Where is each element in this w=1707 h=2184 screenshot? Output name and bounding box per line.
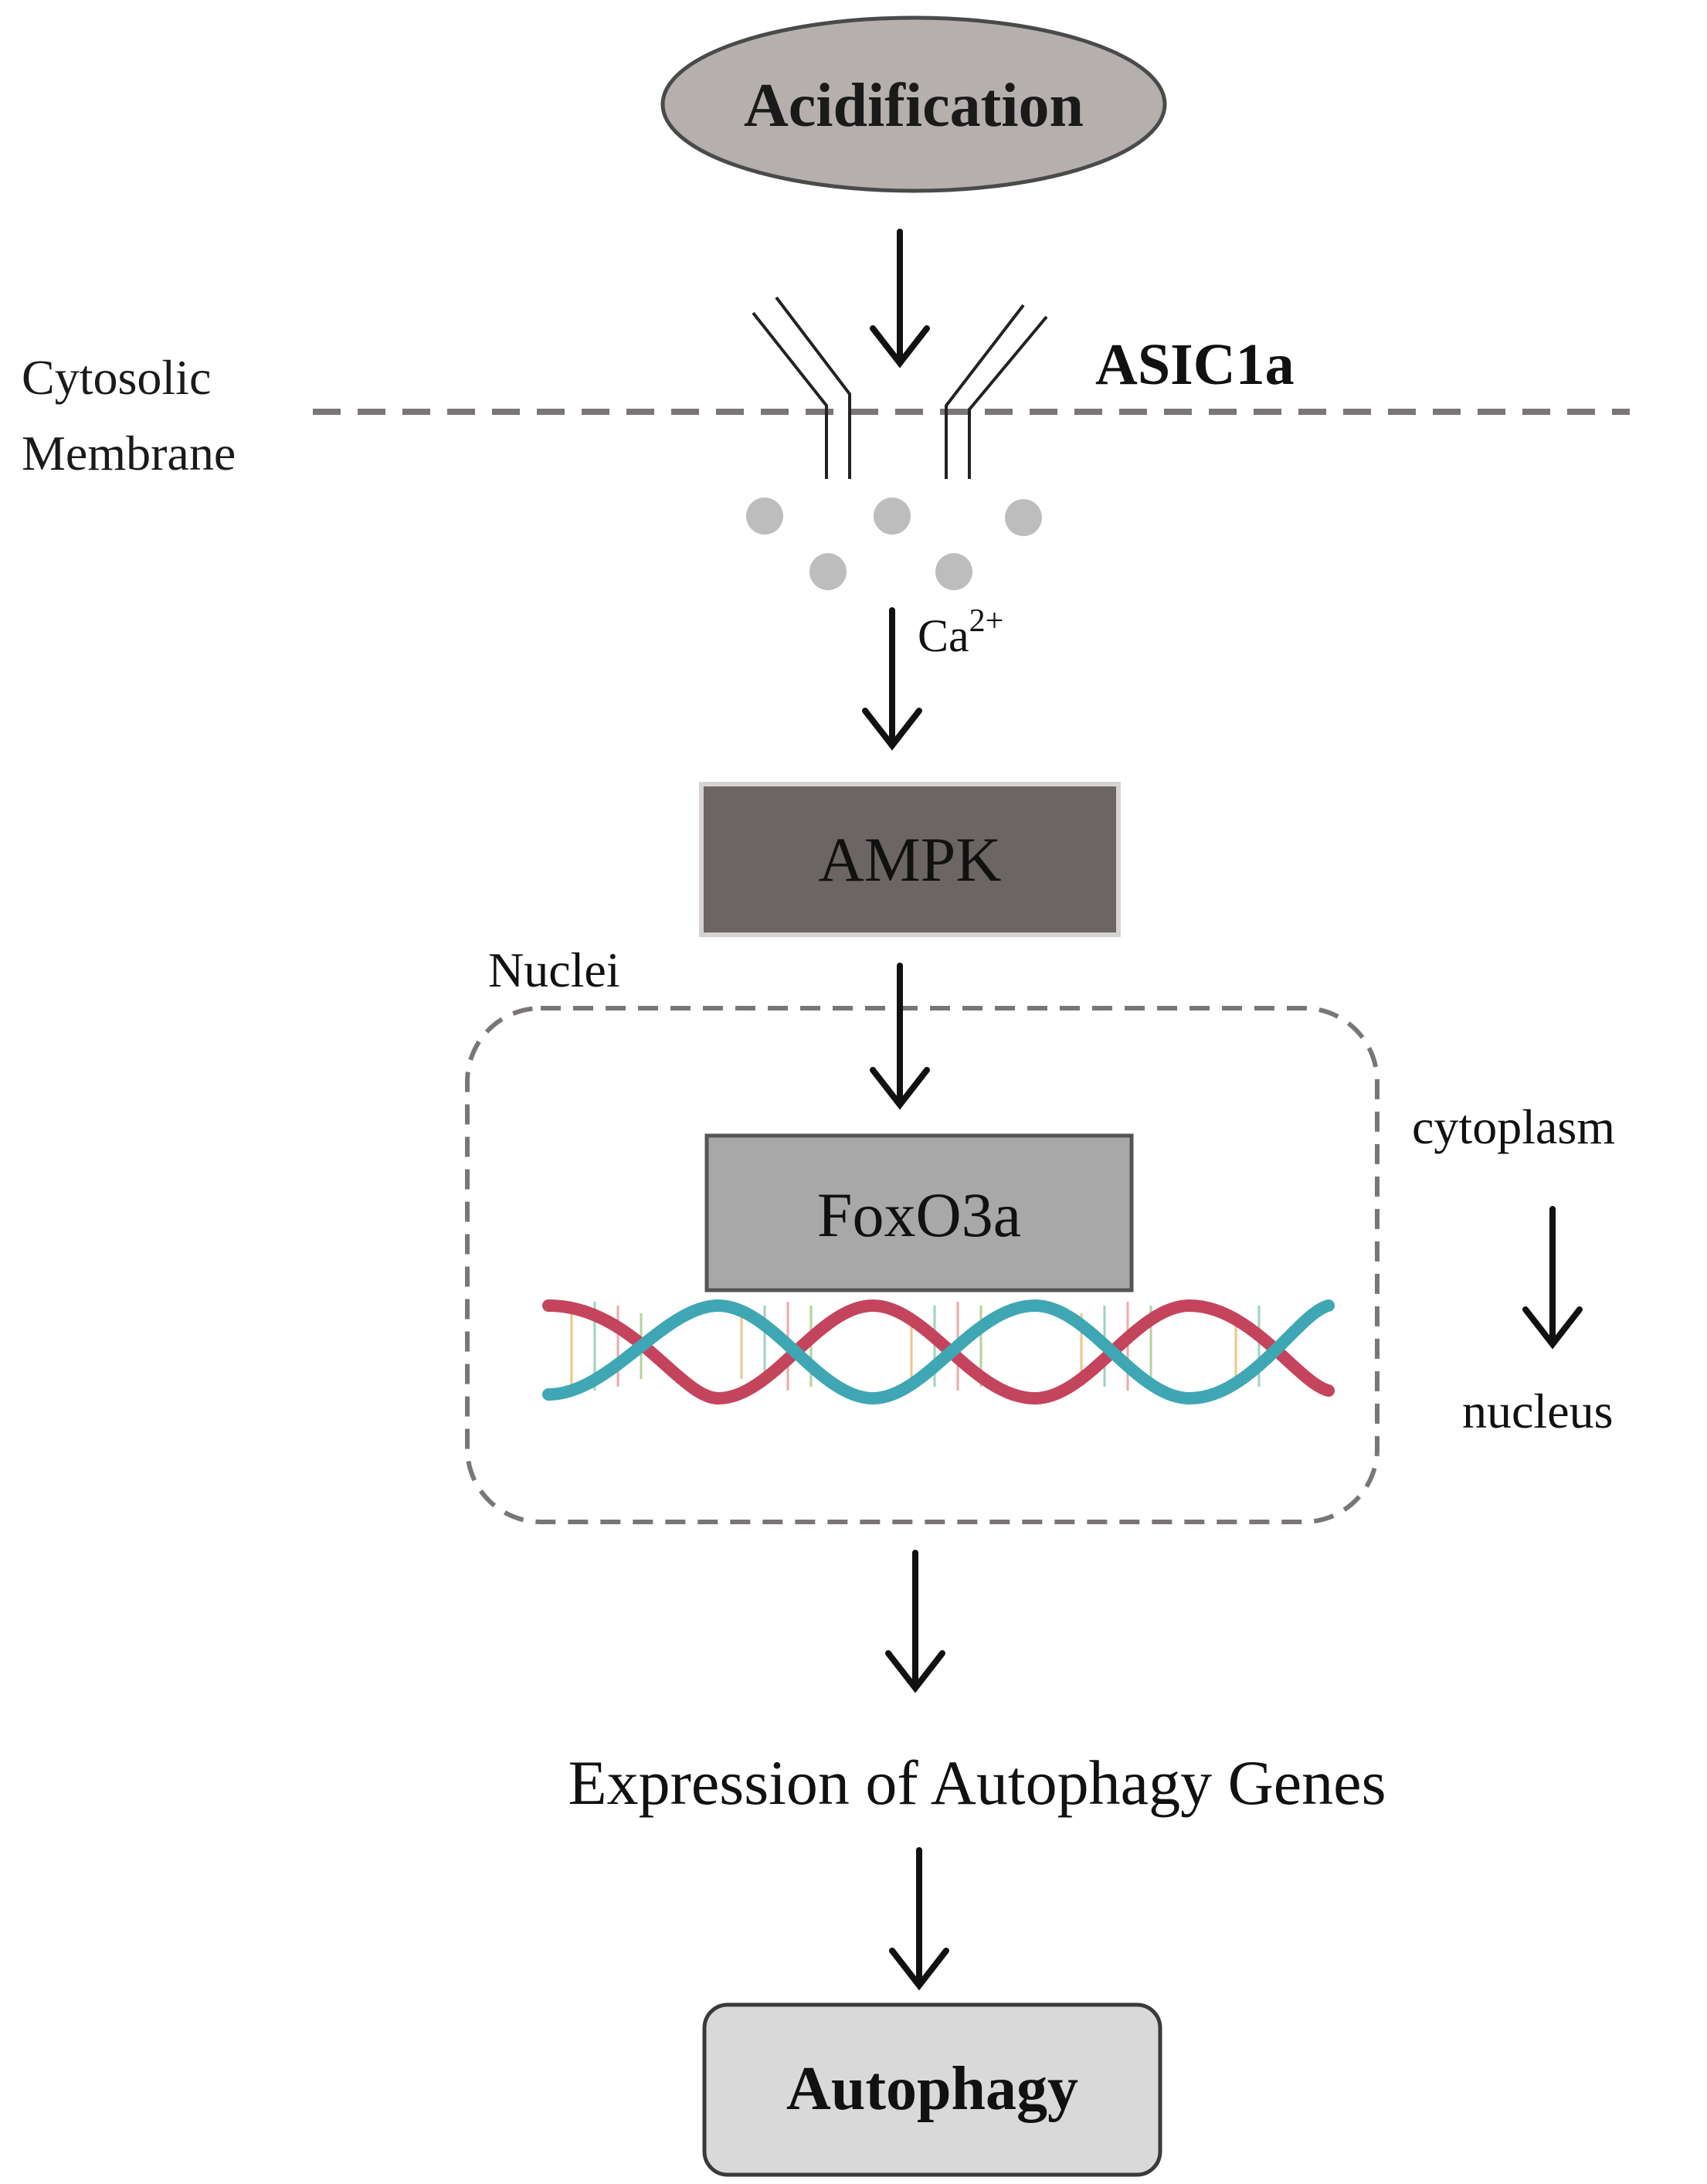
ampk-node bbox=[699, 782, 1121, 937]
arrow-cytoplasm-to-nucleus bbox=[1522, 1206, 1583, 1350]
expression-label: Expression of Autophagy Genes bbox=[568, 1748, 1386, 1818]
acidification-label: Acidification bbox=[744, 72, 1084, 140]
foxo3a-label: FoxO3a bbox=[817, 1180, 1021, 1250]
membrane-label-line1: Cytosolic bbox=[22, 350, 211, 405]
cytoplasm-label: cytoplasm bbox=[1412, 1099, 1615, 1154]
arrow-ampk-to-foxo3a bbox=[870, 963, 930, 1110]
acidification-node bbox=[660, 15, 1167, 193]
asic1a-channel-icon bbox=[752, 296, 1048, 479]
asic1a-label: ASIC1a bbox=[1095, 332, 1295, 397]
arrow-expression-to-autophagy bbox=[889, 1847, 949, 1991]
nuclei-label: Nuclei bbox=[488, 943, 620, 997]
foxo3a-node bbox=[704, 1133, 1134, 1292]
arrow-nucleus-to-expression bbox=[885, 1550, 945, 1693]
arrow-acidification-to-channel bbox=[870, 229, 930, 369]
calcium-label: Ca2+ bbox=[918, 603, 1003, 661]
ampk-label: AMPK bbox=[819, 824, 1002, 895]
membrane-label-line2: Membrane bbox=[22, 426, 236, 481]
arrow-calcium-to-ampk bbox=[862, 607, 922, 751]
calcium-ions bbox=[746, 498, 1042, 590]
autophagy-label: Autophagy bbox=[786, 2055, 1078, 2123]
nucleus-label: nucleus bbox=[1462, 1384, 1614, 1438]
autophagy-node bbox=[702, 2002, 1162, 2177]
